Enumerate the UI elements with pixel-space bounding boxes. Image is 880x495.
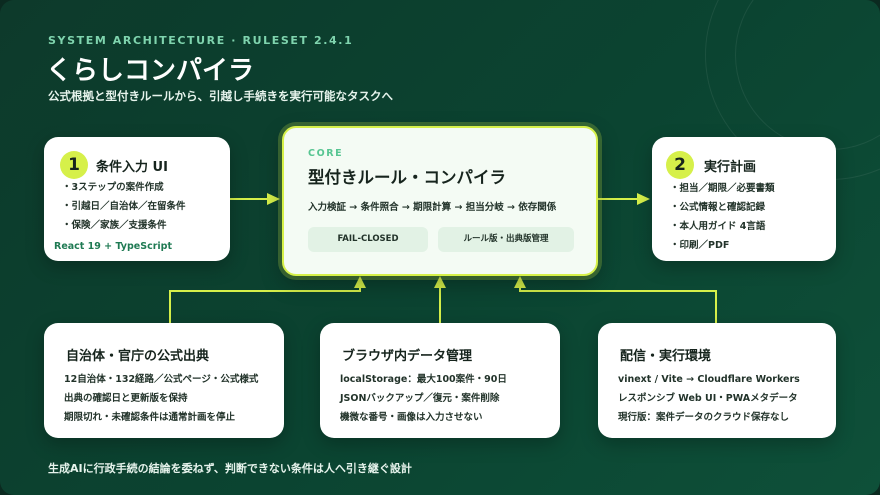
list-item: ・3ステップの案件作成 <box>62 182 164 193</box>
list-item: 出典の確認日と更新版を保持 <box>64 393 188 404</box>
tech-stack-label: React 19 + TypeScript <box>54 241 172 252</box>
list-item: JSONバックアップ／復元・案件削除 <box>340 393 500 404</box>
core-label: CORE <box>308 148 344 159</box>
arrowhead-core-to-plan <box>637 193 650 205</box>
list-item: 期限切れ・未確認条件は通常計画を停止 <box>64 412 236 423</box>
fail-closed-tag: FAIL-CLOSED <box>308 227 428 252</box>
execution-plan-card: 2 実行計画 ・担当／期限／必要書類 ・公式情報と確認記録 ・本人用ガイド 4言… <box>652 137 836 261</box>
browser-storage-card: ブラウザ内データ管理 localStorage：最大100案件・90日 JSON… <box>320 323 560 438</box>
arrowhead-deploy-to-core <box>514 276 526 288</box>
list-item: ・公式情報と確認記録 <box>670 202 766 213</box>
core-pipeline-flow: 入力検証 → 条件照合 → 期限計算 → 担当分岐 → 依存関係 <box>308 202 557 213</box>
list-item: 12自治体・132経路／公式ページ・公式様式 <box>64 374 259 385</box>
list-item: 現行版：案件データのクラウド保存なし <box>618 412 790 423</box>
input-ui-card: 1 条件入力 UI ・3ステップの案件作成 ・引越日／自治体／在留条件 ・保険／… <box>44 137 230 261</box>
arrow-deploy-to-core <box>519 286 717 323</box>
list-item: ・印刷／PDF <box>670 240 730 251</box>
step-number-badge: 1 <box>60 151 88 179</box>
official-sources-title: 自治体・官庁の公式出典 <box>66 349 210 364</box>
arrow-sources-to-core <box>169 286 361 323</box>
deployment-card: 配信・実行環境 vinext / Vite → Cloudflare Worke… <box>598 323 836 438</box>
execution-plan-title: 実行計画 <box>704 160 757 175</box>
list-item: vinext / Vite → Cloudflare Workers <box>618 374 800 385</box>
page-title: くらしコンパイラ <box>46 56 255 86</box>
footer-note: 生成AIに行政手続の結論を委ねず、判断できない条件は人へ引き継ぐ設計 <box>48 462 412 475</box>
deployment-title: 配信・実行環境 <box>620 349 712 364</box>
step-number-badge: 2 <box>666 151 694 179</box>
list-item: レスポンシブ Web UI・PWAメタデータ <box>618 393 798 404</box>
page-subtitle: 公式根拠と型付きルールから、引越し手続きを実行可能なタスクへ <box>48 89 393 103</box>
core-title: 型付きルール・コンパイラ <box>308 168 506 187</box>
input-ui-list: ・3ステップの案件作成 ・引越日／自治体／在留条件 ・保険／家族／支援条件 <box>62 178 186 235</box>
list-item: ・担当／期限／必要書類 <box>670 183 775 194</box>
official-sources-card: 自治体・官庁の公式出典 12自治体・132経路／公式ページ・公式様式 出典の確認… <box>44 323 284 438</box>
header-kicker: SYSTEM ARCHITECTURE · RULESET 2.4.1 <box>48 34 354 47</box>
list-item: ・本人用ガイド 4言語 <box>670 221 766 232</box>
official-sources-list: 12自治体・132経路／公式ページ・公式様式 出典の確認日と更新版を保持 期限切… <box>64 370 258 427</box>
input-ui-title: 条件入力 UI <box>96 160 168 175</box>
execution-plan-list: ・担当／期限／必要書類 ・公式情報と確認記録 ・本人用ガイド 4言語 ・印刷／P… <box>670 179 775 255</box>
core-compiler-card: CORE 型付きルール・コンパイラ 入力検証 → 条件照合 → 期限計算 → 担… <box>282 126 598 276</box>
browser-storage-title: ブラウザ内データ管理 <box>342 349 473 364</box>
arrowhead-storage-to-core <box>434 276 446 288</box>
list-item: ・引越日／自治体／在留条件 <box>62 201 186 212</box>
arrowhead-input-to-core <box>267 193 280 205</box>
browser-storage-list: localStorage：最大100案件・90日 JSONバックアップ／復元・案… <box>340 370 507 427</box>
list-item: 機微な番号・画像は入力させない <box>340 412 483 423</box>
arrowhead-sources-to-core <box>354 276 366 288</box>
list-item: ・保険／家族／支援条件 <box>62 220 167 231</box>
deployment-list: vinext / Vite → Cloudflare Workers レスポンシ… <box>618 370 800 427</box>
list-item: localStorage：最大100案件・90日 <box>340 374 507 385</box>
rule-version-tag: ルール版・出典版管理 <box>438 227 574 252</box>
